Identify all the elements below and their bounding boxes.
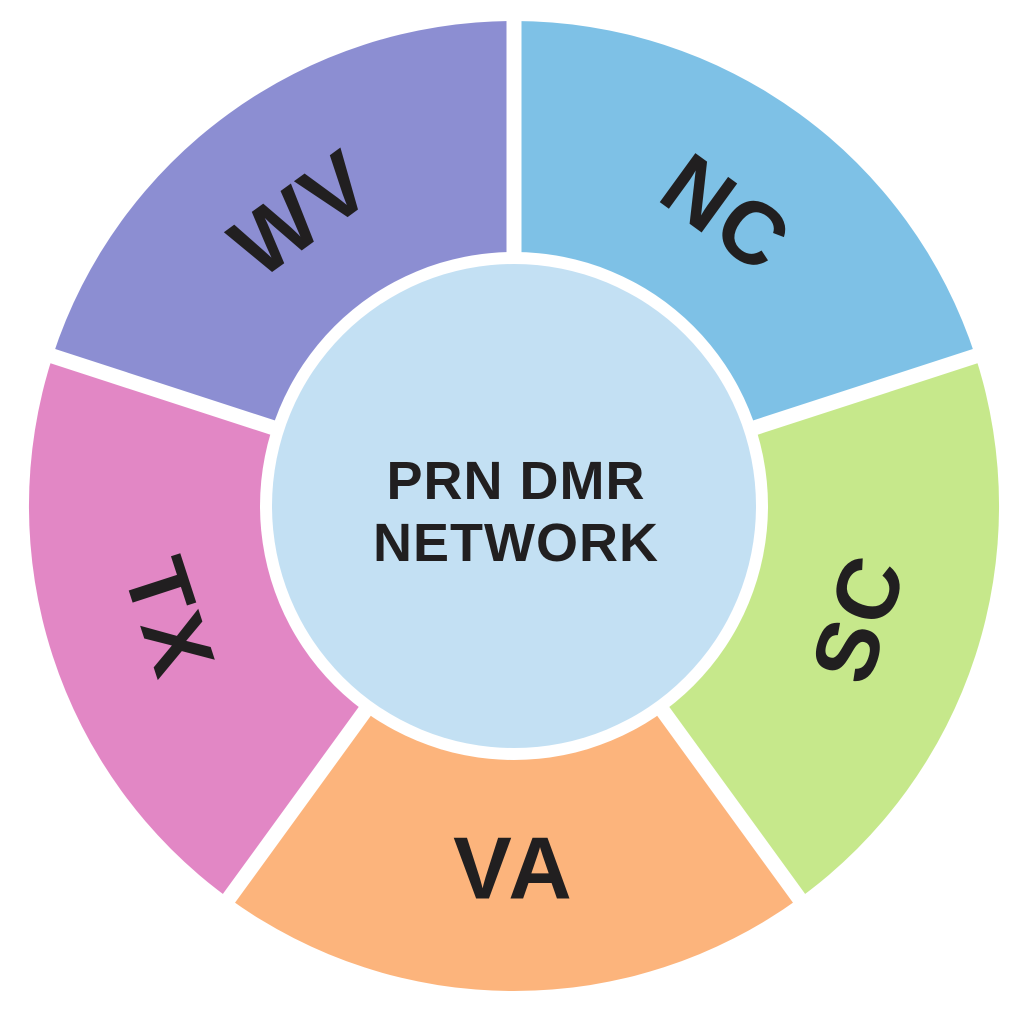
hub-label-line1: PRN DMR [387,451,646,511]
hub-circle [272,264,756,748]
hub-label-line2: NETWORK [373,513,659,573]
segment-label-va: VA [453,819,575,918]
